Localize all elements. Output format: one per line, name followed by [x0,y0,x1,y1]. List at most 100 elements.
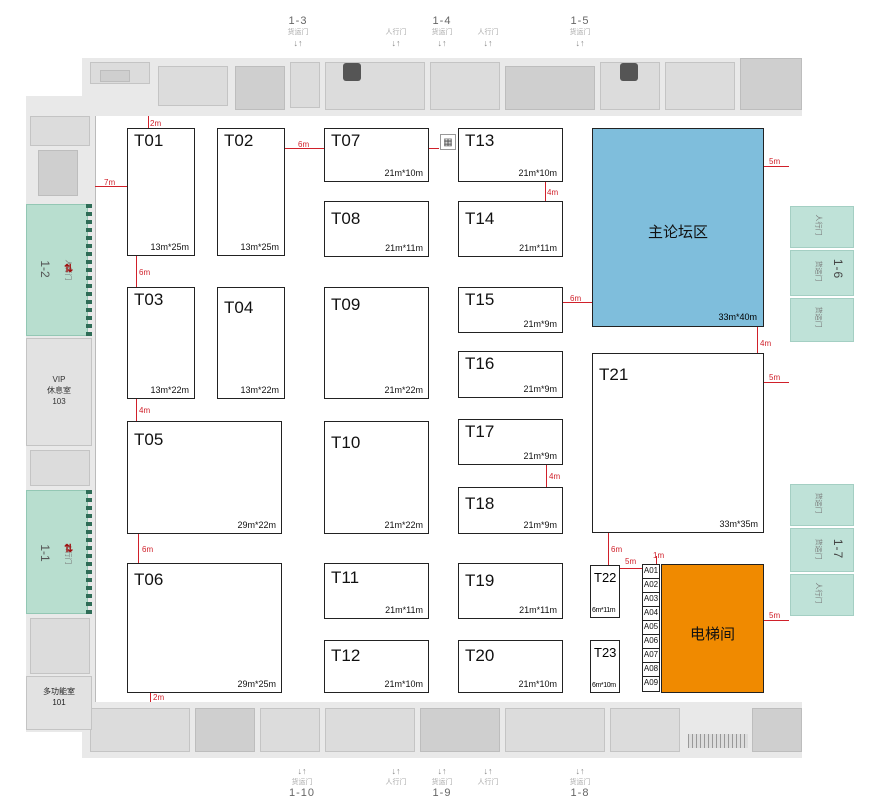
red-arrow-icon: ⇅ [64,543,74,555]
vip-room [26,338,92,446]
bottom-room [505,708,605,752]
gap-5m-t22-a: 5m [625,557,637,566]
entrance-wall [86,490,92,614]
top-room [325,62,425,110]
right-door[interactable] [790,250,854,296]
booth-t12[interactable]: T12 21m*10m [324,640,429,693]
door-1-9-type: 货运门 [431,779,453,786]
gap-line [150,693,151,702]
right-door[interactable] [790,528,854,572]
booth-t17[interactable]: T17 21m*9m [458,419,563,465]
left-room [30,450,90,486]
booth-t10[interactable]: T10 21m*22m [324,421,429,534]
booth-t07[interactable]: T07 21m*10m [324,128,429,182]
booth-t16[interactable]: T16 21m*9m [458,351,563,398]
gap-line [285,148,324,149]
vip-label-line2: 休息室 [47,386,71,395]
entrance-1-2[interactable] [26,204,88,336]
up-down-arrow-icon: ↓↑ [483,766,493,776]
small-booth-label: A06 [643,636,659,645]
top-room [505,66,595,110]
booth-t22[interactable]: T22 6m*11m [590,565,620,618]
booth-t12-name: T12 [331,646,361,665]
right-door[interactable] [790,484,854,526]
booth-t15[interactable]: T15 21m*9m [458,287,563,333]
booth-t09-name: T09 [331,295,361,314]
gap-6m-t21-t22: 6m [611,545,623,554]
booth-t08[interactable]: T08 21m*11m [324,201,429,257]
right-door-type: 人行门 [814,215,824,236]
booth-t09-size: 21m*22m [384,385,423,395]
gap-line [757,327,758,353]
multi-label-line2: 101 [52,698,66,707]
booth-t17-size: 21m*9m [523,451,557,461]
elevator-room-name: 电梯间 [689,626,735,643]
door-pedestrian: 人行门 ↓↑ [376,27,416,49]
door-pedestrian: ↓↑ 人行门 [468,766,508,788]
right-door[interactable] [790,206,854,248]
door-1-7-num: 1-7 [831,538,846,560]
booth-t04[interactable]: T04 13m*22m [217,287,285,399]
top-room [235,66,285,110]
right-door[interactable] [790,574,854,616]
booth-t20-size: 21m*10m [518,679,557,689]
right-door-type: 货运门 [814,307,824,328]
booth-t14[interactable]: T14 21m*11m [458,201,563,257]
main-forum[interactable]: 主论坛区 33m*40m [592,128,764,327]
door-1-9: ↓↑ 货运门 1-9 [422,766,462,799]
booth-t06[interactable]: T06 29m*25m [127,563,282,693]
gap-4m-t17-t18: 4m [549,472,561,481]
booth-t09[interactable]: T09 21m*22m [324,287,429,399]
right-door-type-text: 人行门 [814,214,822,236]
small-booth-label: A09 [643,678,659,687]
door-1-6-num: 1-6 [831,258,846,280]
right-door[interactable] [790,298,854,342]
info-desk-icon: ▦ [440,134,456,150]
gap-line [136,399,137,421]
booth-t20[interactable]: T20 21m*10m [458,640,563,693]
gap-6m-t02-t07: 6m [298,140,310,149]
booth-t05-size: 29m*22m [237,520,276,530]
gap-line [764,382,789,383]
door-1-1-label: 1-1 [38,528,52,578]
small-booth-a09[interactable]: A09 [642,676,660,692]
red-arrow-icon: ⇅ [64,263,74,275]
door-1-5: 1-5 货运门 ↓↑ [560,16,600,49]
booth-t21[interactable]: T21 33m*35m [592,353,764,533]
booth-t05[interactable]: T05 29m*22m [127,421,282,534]
booth-t19-name: T19 [465,571,495,590]
main-forum-size: 33m*40m [718,312,757,322]
booth-t19[interactable]: T19 21m*11m [458,563,563,619]
door-1-2-label: 1-2 [38,244,52,294]
gap-6m-t15-forum: 6m [570,294,582,303]
door-1-7-label: 1-7 [831,539,845,559]
elevator-room[interactable]: 电梯间 [661,564,764,693]
right-door-type: 货运门 [814,261,824,282]
booth-t02[interactable]: T02 13m*25m [217,128,285,256]
booth-t03[interactable]: T03 13m*22m [127,287,195,399]
booth-t06-size: 29m*25m [237,679,276,689]
small-booth-a01[interactable]: A01 [642,564,660,580]
entrance-1-1[interactable] [26,490,88,614]
door-pedestrian: 人行门 ↓↑ [468,27,508,49]
booth-t22-name: T22 [594,570,617,585]
booth-t06-name: T06 [134,570,164,589]
vip-label-line3: 103 [52,397,66,406]
right-door-type: 人行门 [814,583,824,604]
booth-t01[interactable]: T01 13m*25m [127,128,195,256]
gap-line [656,556,657,564]
escalator [688,734,748,748]
booth-t23[interactable]: T23 6m*10m [590,640,620,693]
gap-4m-t03-t05: 4m [139,406,151,415]
booth-t13-size: 21m*10m [518,168,557,178]
gap-line [764,620,789,621]
door-1-9-num: 1-9 [432,787,452,799]
right-door-type-text: 货运门 [814,538,822,560]
booth-t13[interactable]: T13 21m*10m [458,128,563,182]
door-1-3: 1-3 货运门 ↓↑ [278,16,318,49]
gap-line [608,533,609,565]
up-down-arrow-icon: ↓↑ [293,38,303,48]
booth-t11[interactable]: T11 21m*11m [324,563,429,619]
up-down-arrow-icon: ↓↑ [575,766,585,776]
booth-t18[interactable]: T18 21m*9m [458,487,563,534]
